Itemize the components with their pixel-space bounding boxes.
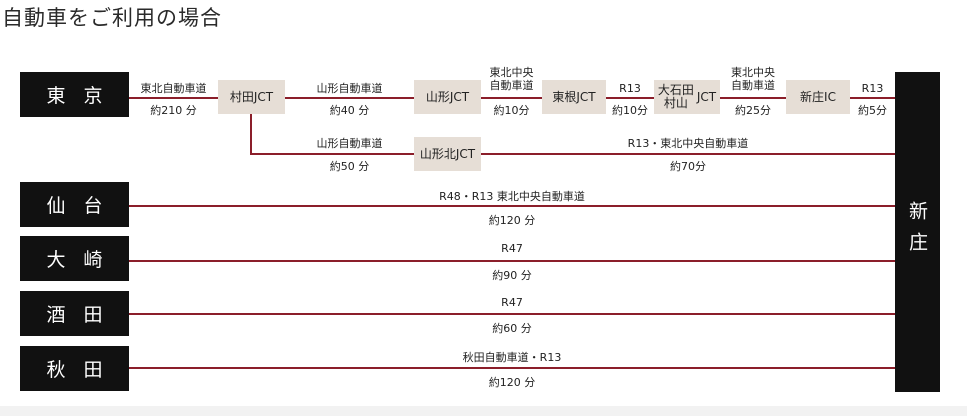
sendai-route-road: R48・R13 東北中央自動車道 [439,190,585,203]
destination-shinjo: 新庄 [895,72,940,392]
akita-route-line [129,367,895,369]
tokyo-seg5-road: 東北中央 自動車道 [731,66,775,92]
tokyo-seg4-time: 約10分 [612,104,648,117]
origin-tokyo: 東京 [20,72,129,117]
sakata-route-road: R47 [501,296,523,309]
junction-yamagata-kita-jct: 山形北JCT [414,137,481,171]
origin-sendai: 仙台 [20,182,129,227]
tokyo-branch-connector [250,114,252,155]
akita-route-time: 約120 分 [488,376,536,389]
tokyo-seg6-time: 約5分 [858,104,887,117]
junction-yamagata-jct: 山形JCT [414,80,481,114]
junction-oishida-murayama-jct: 大石田 村山 JCT [654,80,720,114]
tokyo-seg5-time: 約25分 [735,104,771,117]
tokyo-main-line [129,97,895,99]
junction-murata-jct: 村田JCT [218,80,285,114]
junction-oishida-murayama-name: 大石田 村山 [657,83,694,110]
tokyo-alt-seg1-road: 山形自動車道 [316,137,383,150]
origin-akita: 秋田 [20,346,129,391]
tokyo-seg6-road: R13 [861,82,884,95]
tokyo-seg3-road: 東北中央 自動車道 [489,66,534,92]
osaki-route-road: R47 [501,242,523,255]
sendai-route-line [129,205,895,207]
page-title: 自動車をご利用の場合 [2,6,222,30]
tokyo-seg1-road: 東北自動車道 [140,82,207,95]
sendai-route-time: 約120 分 [488,214,536,227]
destination-label: 新庄 [906,201,928,263]
tokyo-alt-seg2-time: 約70分 [670,160,706,173]
tokyo-seg2-road: 山形自動車道 [316,82,383,95]
tokyo-alt-line [250,153,895,155]
tokyo-alt-seg2-road: R13・東北中央自動車道 [627,137,749,150]
tokyo-seg2-time: 約40 分 [329,104,370,117]
akita-route-road: 秋田自動車道・R13 [462,351,562,364]
bottom-divider [0,406,967,416]
tokyo-seg1-time: 約210 分 [150,104,197,117]
sakata-route-time: 約60 分 [492,322,532,335]
tokyo-alt-seg1-time: 約50 分 [329,160,370,173]
tokyo-seg4-road: R13 [619,82,641,95]
sakata-route-line [129,313,895,315]
junction-oishida-murayama-suffix: JCT [696,89,717,104]
junction-shinjo-ic: 新庄IC [786,80,850,114]
junction-higashine-jct: 東根JCT [542,80,606,114]
osaki-route-time: 約90 分 [492,269,532,282]
origin-osaki: 大崎 [20,236,129,281]
origin-sakata: 酒田 [20,291,129,336]
tokyo-seg3-time: 約10分 [493,104,530,117]
osaki-route-line [129,260,895,262]
